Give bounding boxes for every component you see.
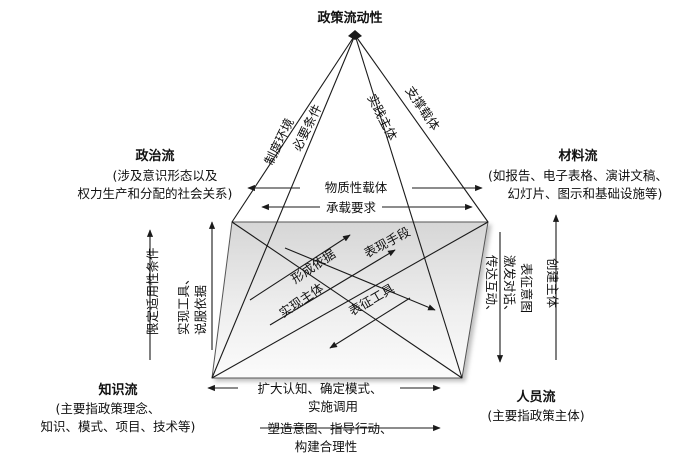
edge-bottom-upper-a: 扩大认知、确定模式、: [257, 381, 382, 396]
edge-bottom-lower-b: 构建合理性: [295, 439, 358, 454]
node-politics-desc-1: (涉及意识形态以及: [113, 168, 218, 183]
right-vertical-arrows: [496, 214, 560, 363]
edge-right-inner-a: 传达互动、: [484, 255, 499, 318]
node-material-desc-2: 幻灯片、图示和基础设施等): [508, 186, 663, 201]
edge-right-inner-c: 表征意图: [519, 263, 534, 313]
apex-arrowhead: [348, 30, 362, 40]
left-vertical-arrows: [146, 221, 216, 360]
edge-bottom-upper-b: 实施调用: [308, 399, 358, 414]
quad-diagonals: [211, 221, 489, 379]
edge-top-right-a: 实践主体: [364, 92, 400, 144]
bottom-arrows: [207, 384, 441, 432]
node-politics-desc-2: 权力生产和分配的社会关系): [78, 186, 233, 201]
center-arrows: [249, 234, 436, 349]
node-knowledge-desc-2: 知识、模式、项目、技术等): [41, 419, 196, 434]
edge-middle-upper-left: 物质性载体: [325, 180, 388, 195]
node-people-title: 人员流: [516, 389, 555, 405]
node-knowledge-desc-1: (主要指政策理念、: [56, 401, 161, 416]
node-top-title: 政策流动性: [317, 10, 382, 26]
node-material-title: 材料流: [558, 148, 597, 164]
middle-horizontal-arrows: [247, 184, 483, 211]
node-material-desc-1: (如报告、电子表格、演讲文稿、: [488, 168, 668, 183]
node-politics-title: 政治流: [135, 148, 174, 164]
edge-left-inner-a: 实现工具、: [176, 272, 191, 335]
node-people-desc-1: (主要指政策主体): [487, 408, 584, 423]
edge-right-inner-b: 激发对话、: [502, 255, 517, 318]
edge-top-right-b: 支撑载体: [403, 83, 444, 133]
edge-right-outer: 创建主体: [545, 258, 560, 309]
edge-left-inner-b: 说服依据: [193, 285, 208, 335]
edge-middle-upper-right: 承载要求: [326, 200, 377, 215]
edge-left-outer: 限定适用性条件: [145, 247, 160, 335]
edge-bottom-lower-a: 塑造意图、指导行动、: [267, 421, 392, 436]
node-knowledge-title: 知识流: [98, 382, 137, 398]
